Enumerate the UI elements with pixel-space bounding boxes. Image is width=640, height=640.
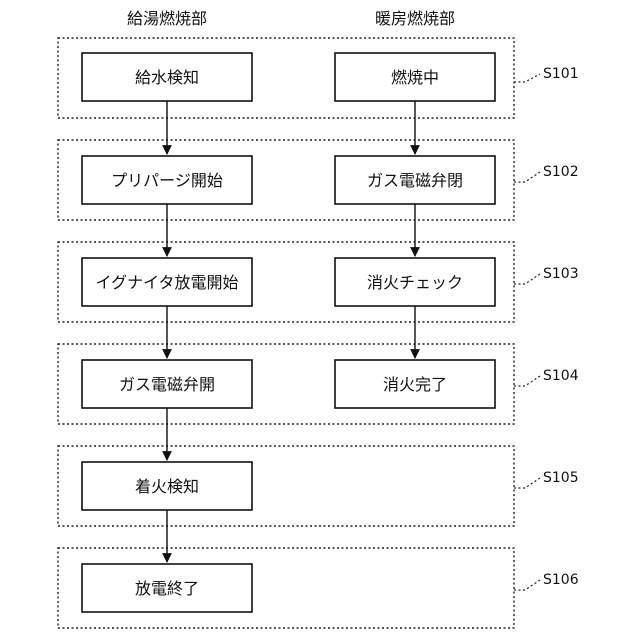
left-box-label: ガス電磁弁開 [119, 375, 215, 394]
step-id: S106 [543, 572, 579, 588]
step-leader [514, 376, 540, 386]
left-box-label: 放電終了 [135, 579, 199, 598]
stage-s105: 着火検知 S105 [58, 446, 579, 526]
left-box-label: 給水検知 [135, 68, 199, 87]
stage-s104: ガス電磁弁開 消火完了 S104 [58, 344, 579, 424]
stage-s103: イグナイタ放電開始 消火チェック S103 [58, 242, 579, 322]
header-hot-water: 給湯燃焼部 [127, 9, 207, 28]
step-id: S105 [543, 470, 579, 486]
left-box-label: イグナイタ放電開始 [95, 273, 238, 292]
step-id: S104 [543, 368, 579, 384]
header-heating: 暖房燃焼部 [375, 9, 455, 28]
step-leader [514, 580, 540, 590]
right-box-label: 消火完了 [383, 375, 447, 394]
step-id: S101 [543, 66, 579, 82]
step-leader [514, 478, 540, 488]
step-leader [514, 274, 540, 284]
step-leader [514, 74, 540, 82]
stage-s102: プリパージ開始 ガス電磁弁閉 S102 [58, 140, 579, 220]
right-box-label: ガス電磁弁閉 [367, 171, 463, 190]
left-box-label: 着火検知 [135, 477, 199, 496]
right-box-label: 燃焼中 [391, 68, 439, 87]
step-id: S103 [543, 266, 579, 282]
step-id: S102 [543, 164, 579, 180]
left-box-label: プリパージ開始 [111, 171, 223, 190]
step-leader [514, 172, 540, 182]
stage-s101: 給水検知 燃焼中 S101 [58, 38, 579, 118]
right-box-label: 消火チェック [367, 273, 463, 292]
stage-s106: 放電終了 S106 [58, 548, 579, 628]
